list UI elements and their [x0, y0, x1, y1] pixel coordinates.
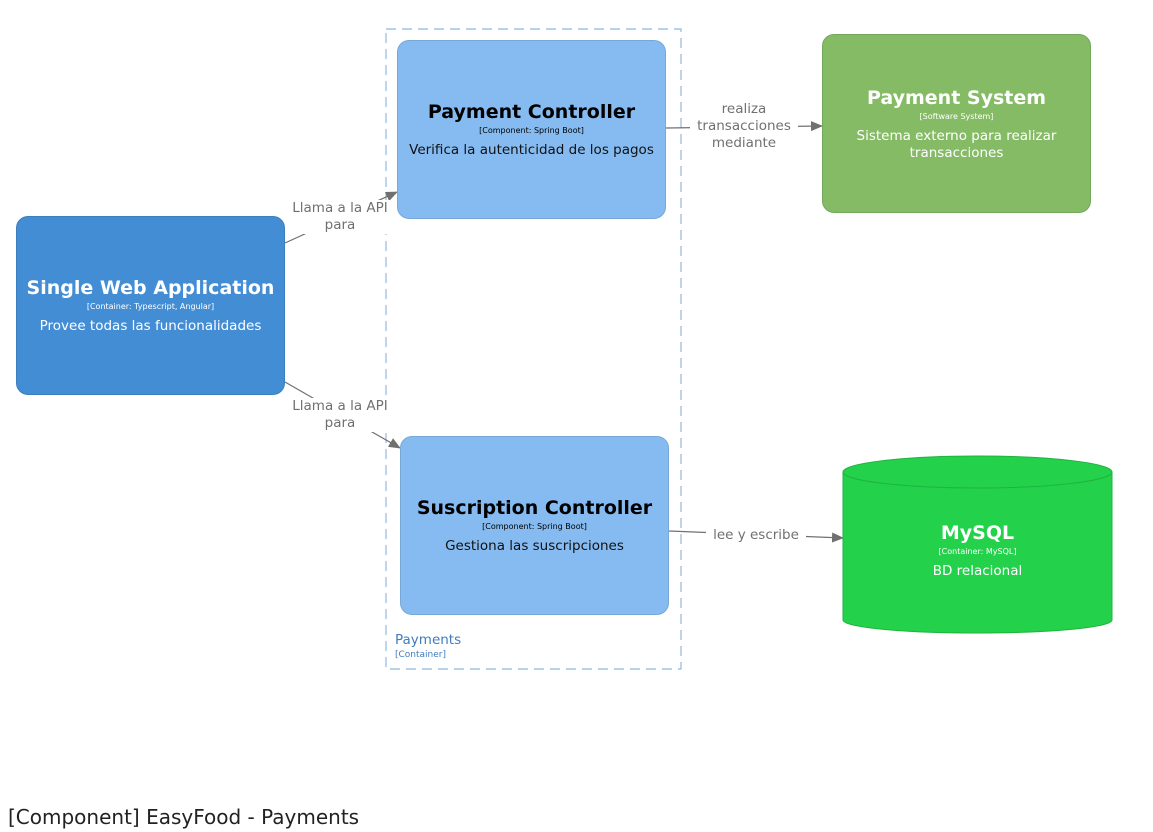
node-title: Payment System	[866, 86, 1047, 109]
edge-label-suscription-controller-to-mysql: lee y escribe	[706, 527, 806, 544]
edge-label-line: lee y escribe	[713, 527, 799, 543]
edge-label-spa-to-suscription-controller: Llama a la API para	[290, 398, 390, 432]
mysql-cylinder[interactable]	[842, 455, 1113, 634]
node-description: Provee todas las funcionalidades	[39, 318, 262, 334]
node-title: MySQL	[940, 521, 1015, 544]
edge-label-line: Llama a la API	[292, 398, 388, 414]
node-technology: [Component: Spring Boot]	[482, 522, 587, 531]
suscription-controller-node[interactable]: Suscription Controller [Component: Sprin…	[400, 436, 669, 615]
payment-controller-node[interactable]: Payment Controller [Component: Spring Bo…	[397, 40, 666, 219]
edge-label-line: realiza	[721, 101, 767, 117]
diagram-title: [Component] EasyFood - Payments	[8, 805, 360, 829]
single-web-application-node[interactable]: Single Web Application [Container: Types…	[16, 216, 285, 395]
node-title: Payment Controller	[427, 101, 636, 123]
node-description: BD relacional	[932, 562, 1023, 579]
edge-label-line: para	[324, 217, 356, 233]
mysql-node-text: MySQL [Container: MySQL] BD relacional	[843, 480, 1112, 620]
edge-label-line: Llama a la API	[292, 200, 388, 216]
boundary-label: Payments [Container]	[395, 632, 461, 661]
node-description: Sistema externo para realizar transaccio…	[856, 127, 1057, 161]
node-title: Single Web Application	[26, 277, 275, 299]
node-title: Suscription Controller	[416, 497, 653, 519]
node-technology: [Container: Typescript, Angular]	[86, 302, 215, 311]
node-description: Gestiona las suscripciones	[445, 538, 624, 554]
node-technology: [Container: MySQL]	[938, 546, 1017, 556]
payment-system-node[interactable]: Payment System [Software System] Sistema…	[822, 34, 1091, 213]
boundary-name: Payments	[395, 632, 462, 648]
edge-label-line: para	[324, 415, 356, 431]
node-technology: [Software System]	[919, 111, 994, 121]
payments-boundary	[385, 28, 682, 670]
edge-label-spa-to-payment-controller: Llama a la API para	[290, 200, 390, 234]
edge-label-line: transacciones	[697, 118, 791, 134]
boundary-type: [Container]	[395, 650, 447, 660]
edge-label-line: mediante	[711, 135, 777, 151]
node-description: Verifica la autenticidad de los pagos	[409, 142, 654, 158]
edge-label-payment-controller-to-payment-system: realiza transacciones mediante	[690, 101, 798, 152]
node-technology: [Component: Spring Boot]	[479, 126, 584, 135]
